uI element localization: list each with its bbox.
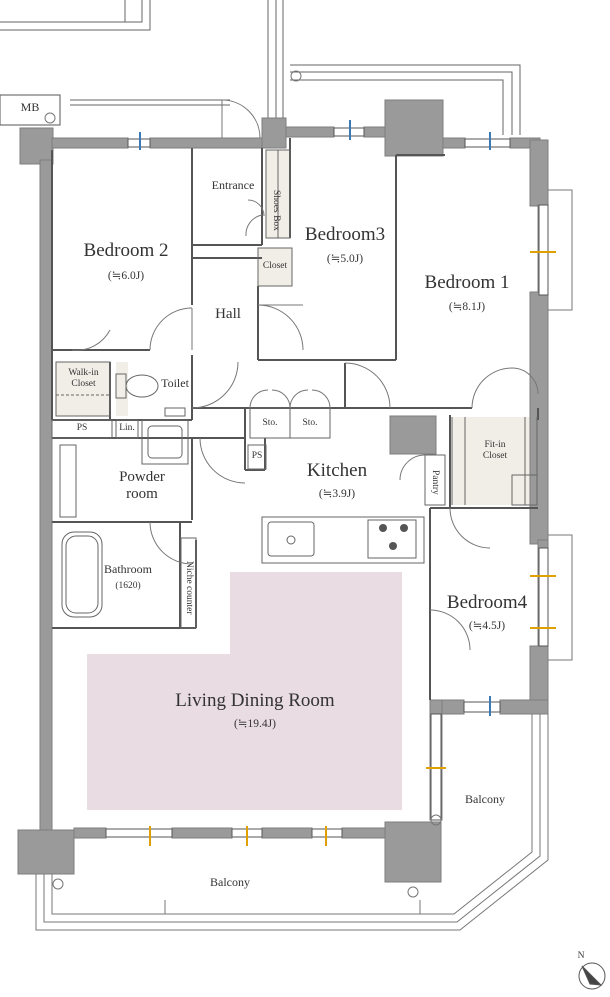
fixtures bbox=[51, 149, 538, 629]
ps-label-2: PS bbox=[251, 451, 263, 461]
balcony-south-label: Balcony bbox=[210, 875, 250, 889]
living-dining-name: Living Dining Room bbox=[175, 690, 335, 711]
shoes-box-label: Shoes Box bbox=[270, 189, 281, 231]
stove-burners bbox=[379, 524, 408, 550]
bedroom2-name: Bedroom 2 bbox=[83, 240, 169, 261]
fitin-closet-label: Fit-in Closet bbox=[482, 440, 508, 461]
door-swings bbox=[71, 99, 539, 651]
balcony-east-label: Balcony bbox=[465, 792, 505, 806]
toilet-label: Toilet bbox=[161, 376, 189, 390]
north-arrow bbox=[578, 962, 606, 990]
bedroom4-name: Bedroom4 bbox=[446, 592, 528, 613]
walkin-closet-label: Walk-in Closet bbox=[68, 368, 99, 389]
bedroom2-area: (≒6.0J) bbox=[107, 270, 145, 282]
sto-label-1: Sto. bbox=[262, 418, 278, 428]
powder-room-label: Powder room bbox=[119, 469, 165, 503]
closet-label: Closet bbox=[262, 261, 288, 271]
living-dining-area: (≒19.4J) bbox=[234, 718, 276, 730]
mb-label: MB bbox=[20, 100, 40, 114]
lin-label: Lin. bbox=[119, 423, 135, 433]
top-outline bbox=[0, 0, 521, 135]
kitchen-name: Kitchen bbox=[306, 460, 368, 481]
niche-counter-label: Niche counter bbox=[183, 561, 194, 615]
sto-label-2: Sto. bbox=[302, 418, 318, 428]
window-marks bbox=[139, 120, 556, 846]
exterior-fins bbox=[548, 189, 573, 661]
bathroom-label: Bathroom bbox=[104, 562, 152, 576]
hall-label: Hall bbox=[215, 306, 241, 322]
north-label: N bbox=[577, 951, 585, 961]
balcony-outlines bbox=[35, 70, 549, 931]
kitchen-area: (≒3.9J) bbox=[318, 488, 356, 500]
ldk-highlight bbox=[87, 572, 402, 810]
bedroom1-area: (≒8.1J) bbox=[448, 301, 486, 313]
bathroom-size: (1620) bbox=[115, 581, 141, 591]
bedroom1-name: Bedroom 1 bbox=[424, 272, 510, 293]
mb-box bbox=[0, 94, 61, 126]
ps-label-1: PS bbox=[76, 423, 88, 433]
entrance-label: Entrance bbox=[211, 178, 255, 192]
closet-fills bbox=[56, 150, 537, 505]
bedroom3-area: (≒5.0J) bbox=[326, 253, 364, 265]
bedroom4-area: (≒4.5J) bbox=[468, 620, 506, 632]
pantry-label: Pantry bbox=[429, 469, 440, 495]
bedroom3-name: Bedroom3 bbox=[304, 224, 386, 245]
